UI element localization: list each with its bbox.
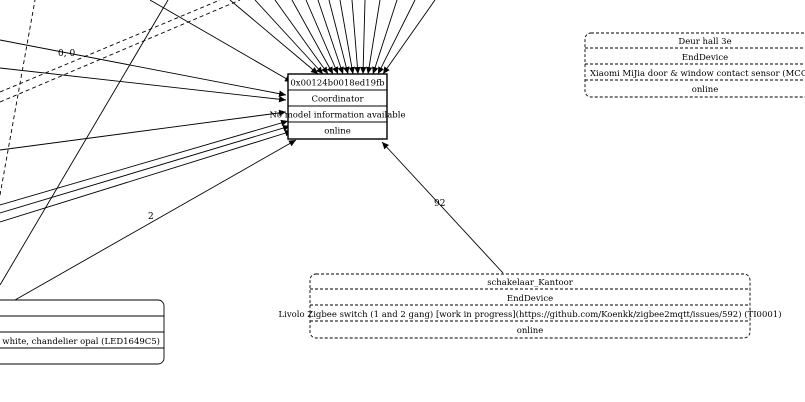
office-switch-status: online <box>517 326 544 336</box>
coordinator-type: Coordinator <box>311 95 364 105</box>
edge-label-office-switch: 92 <box>434 199 445 209</box>
office-switch-name: schakelaar_Kantoor <box>487 278 574 288</box>
bulb-node[interactable]: warm white, chandelier opal (LED1649C5) <box>0 299 165 365</box>
dashed-edges <box>0 0 241 196</box>
door-sensor-status: online <box>692 85 719 95</box>
coordinator-status: online <box>324 127 351 137</box>
edge-office-switch-to-coordinator <box>381 141 504 274</box>
door-sensor-type: EndDevice <box>682 53 728 63</box>
office-switch-model: Livolo Zigbee switch (1 and 2 gang) [wor… <box>278 309 781 320</box>
office-switch-node[interactable]: schakelaar_Kantoor EndDevice Livolo Zigb… <box>278 273 782 339</box>
incoming-edges-left <box>0 0 297 301</box>
office-switch-type: EndDevice <box>507 294 553 304</box>
door-sensor-node[interactable]: Deur hall 3e EndDevice Xiaomi MiJia door… <box>584 32 805 98</box>
coordinator-ieee-address: 0x00124b0018ed19fb <box>290 79 385 89</box>
edge-label-dashed: 0, 0 <box>58 49 75 59</box>
coordinator-node[interactable]: 0x00124b0018ed19fb Coordinator No model … <box>269 73 406 140</box>
incoming-edges-top <box>149 0 436 83</box>
edge-label-bulb: 2 <box>148 212 154 222</box>
coordinator-model: No model information available <box>269 111 405 121</box>
door-sensor-model: Xiaomi MiJia door & window contact senso… <box>590 68 805 79</box>
bulb-model: warm white, chandelier opal (LED1649C5) <box>0 336 160 347</box>
door-sensor-name: Deur hall 3e <box>678 37 731 47</box>
